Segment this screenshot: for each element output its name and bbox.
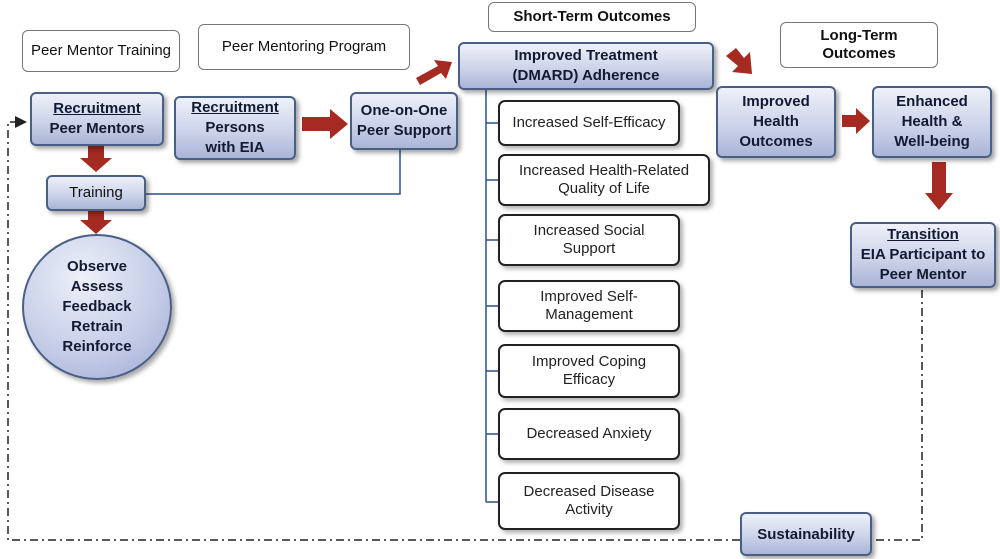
- outcome-self-efficacy-label: Increased Self-Efficacy: [512, 114, 666, 131]
- arrow-peer-support-to-treatment: [416, 60, 452, 85]
- outcome-self-efficacy: Increased Self-Efficacy: [498, 100, 680, 146]
- sustainability-loop-right: [872, 290, 923, 541]
- sustainability-loop-left: [7, 116, 740, 541]
- transition-title: Transition: [887, 226, 959, 243]
- training-to-peer-support-connector: [146, 150, 401, 195]
- outcome-disease-activity-label: Decreased Disease Activity: [523, 483, 655, 518]
- dmard-adherence-label: (DMARD) Adherence: [512, 67, 660, 84]
- peer-mentoring-program-header: Peer Mentoring Program: [198, 24, 410, 70]
- enhanced-health-wellbeing-node: Enhanced Health & Well-being: [872, 86, 992, 158]
- peer-support-label: Peer Support: [356, 122, 452, 139]
- transition-node: Transition EIA Participant to Peer Mento…: [850, 222, 996, 288]
- outcome-social-support: Increased Social Support: [498, 214, 680, 266]
- outcome-self-management: Improved Self-Management: [498, 280, 680, 332]
- recruitment-peer-mentors-node: Recruitment Peer Mentors: [30, 92, 164, 146]
- arrow-persons-to-peer-support: [302, 109, 348, 139]
- improved-health-outcomes-node: Improved Health Outcomes: [716, 86, 836, 158]
- persons-label: Persons: [205, 119, 265, 136]
- outcome-decreased-anxiety-label: Decreased Anxiety: [526, 425, 652, 442]
- training-node: Training: [46, 175, 146, 211]
- one-on-one-label: One-on-One: [360, 102, 448, 119]
- sustainability-node: Sustainability: [740, 512, 872, 556]
- arrow-training-to-cycle: [80, 211, 112, 234]
- outcome-coping-efficacy-label: Improved Coping Efficacy: [531, 353, 647, 388]
- long-term-outcomes-header: Long-Term Outcomes: [780, 22, 938, 68]
- well-being-label: Well-being: [894, 133, 970, 150]
- one-on-one-peer-support-node: One-on-One Peer Support: [350, 92, 458, 150]
- recruitment-title: Recruitment: [53, 100, 141, 117]
- sustainability-label: Sustainability: [757, 525, 855, 543]
- outcomes-label: Outcomes: [739, 133, 813, 150]
- cycle-retrain: Retrain: [71, 318, 123, 335]
- improved-treatment-node: Improved Treatment (DMARD) Adherence: [458, 42, 714, 90]
- improved-label: Improved: [742, 93, 810, 110]
- recruitment-persons-node: Recruitment Persons with EIA: [174, 96, 296, 160]
- health-label: Health: [753, 113, 799, 130]
- arrow-treatment-to-health: [726, 48, 752, 74]
- arrow-health-to-wellbeing: [842, 108, 870, 134]
- training-cycle-circle: Observe Assess Feedback Retrain Reinforc…: [22, 234, 172, 380]
- health-and-label: Health &: [901, 113, 963, 130]
- short-term-outcomes-header: Short-Term Outcomes: [488, 2, 696, 32]
- with-eia-label: with EIA: [205, 139, 265, 156]
- peer-mentor-label: Peer Mentor: [879, 266, 967, 283]
- enhanced-label: Enhanced: [896, 93, 968, 110]
- arrow-recruitment-to-training: [80, 146, 112, 172]
- outcome-health-related-qol-label: Increased Health-Related Quality of Life: [518, 162, 690, 197]
- outcome-coping-efficacy: Improved Coping Efficacy: [498, 344, 680, 398]
- outcome-social-support-label: Increased Social Support: [533, 222, 645, 257]
- peer-mentors-label: Peer Mentors: [49, 120, 145, 137]
- outcome-self-management-label: Improved Self-Management: [540, 288, 638, 323]
- recruitment-persons-title: Recruitment: [191, 99, 279, 116]
- cycle-observe: Observe: [66, 258, 128, 275]
- cycle-reinforce: Reinforce: [62, 338, 132, 355]
- peer-mentor-training-header: Peer Mentor Training: [22, 30, 180, 72]
- training-label: Training: [69, 184, 123, 201]
- eia-participant-label: EIA Participant to: [860, 246, 986, 263]
- outcome-disease-activity: Decreased Disease Activity: [498, 472, 680, 530]
- cycle-feedback: Feedback: [62, 298, 132, 315]
- outcome-decreased-anxiety: Decreased Anxiety: [498, 408, 680, 460]
- arrow-wellbeing-to-transition: [925, 162, 953, 210]
- outcome-health-related-qol: Increased Health-Related Quality of Life: [498, 154, 710, 206]
- improved-treatment-label: Improved Treatment: [514, 47, 658, 64]
- cycle-assess: Assess: [70, 278, 124, 295]
